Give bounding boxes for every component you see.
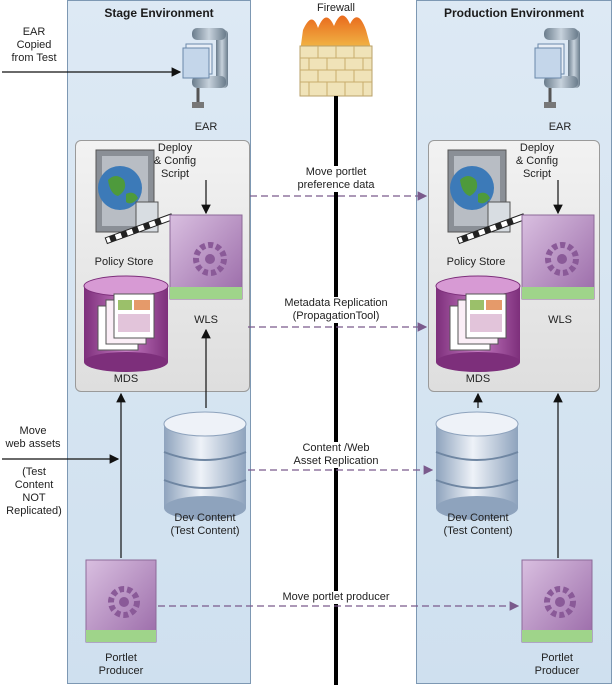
portlet-prefs-line-1: Move portlet [305,166,367,178]
production-producer-line-2: Producer [534,665,580,677]
production-policy-store-icon [447,149,526,245]
production-deploy-script-label: Deploy & Config Script [504,142,570,181]
stage-dev-content-line-1: Dev Content [174,512,236,524]
production-wls-icon [521,214,595,300]
portlet-prefs-flow-label: Move portlet preference data [280,166,392,192]
production-producer-line-1: Portlet [541,652,573,664]
production-portlet-producer-icon [521,559,593,643]
stage-dev-content-label: Dev Content (Test Content) [155,512,255,538]
production-dev-content-line-2: (Test Content) [443,525,513,537]
test-content-line-2: Content [14,479,54,491]
stage-deploy-line-3: Script [160,168,190,180]
production-ear-icon [534,28,580,108]
metadata-flow-label: Metadata Replication (PropagationTool) [272,297,400,323]
test-content-line-4: Replicated) [6,505,62,517]
production-mds-icon [435,275,521,372]
production-dev-content-line-1: Dev Content [447,512,509,524]
test-content-line-3: NOT [22,492,46,504]
test-content-line-1: (Test [22,466,46,478]
test-content-note: (Test Content NOT Replicated) [2,466,66,518]
move-web-assets-line-2: web assets [5,438,61,450]
stage-wls-label: WLS [194,314,218,326]
stage-ear-icon [182,28,228,108]
production-environment-title: Production Environment [443,6,584,20]
production-deploy-line-3: Script [522,168,552,180]
production-wls-label: WLS [548,314,572,326]
producer-flow-label: Move portlet producer [276,591,396,604]
firewall-icon [299,15,373,97]
stage-deploy-line-2: & Config [153,155,197,167]
production-policy-store-label: Policy Store [446,256,506,268]
content-flow-label: Content /Web Asset Replication [280,442,392,468]
stage-dev-content-icon [163,411,247,520]
ear-copied-line-1: EAR [22,26,46,38]
ear-copied-line-2: Copied [16,39,52,51]
firewall-title: Firewall [317,2,355,14]
move-web-assets-note: Move web assets [2,425,64,451]
stage-portlet-producer-label: Portlet Producer [91,652,151,678]
stage-mds-icon [83,275,169,372]
production-dev-content-icon [435,411,519,520]
content-line-2: Asset Replication [293,455,379,467]
stage-ear-label: EAR [194,121,218,133]
stage-policy-store-label: Policy Store [94,256,154,268]
ear-copied-line-3: from Test [11,52,57,64]
ear-copied-note: EAR Copied from Test [4,26,64,65]
production-ear-label: EAR [548,121,572,133]
production-deploy-line-1: Deploy [519,142,555,154]
stage-policy-store-icon [95,149,174,245]
production-portlet-producer-label: Portlet Producer [527,652,587,678]
production-deploy-line-2: & Config [515,155,559,167]
metadata-line-1: Metadata Replication [284,297,388,309]
metadata-line-2: (PropagationTool) [292,310,380,322]
stage-deploy-line-1: Deploy [157,142,193,154]
production-dev-content-label: Dev Content (Test Content) [428,512,528,538]
firewall-line [334,96,338,685]
portlet-prefs-line-2: preference data [297,179,375,191]
stage-portlet-producer-icon [85,559,157,643]
content-line-1: Content /Web [302,442,370,454]
stage-deploy-script-label: Deploy & Config Script [142,142,208,181]
stage-mds-label: MDS [113,373,139,385]
stage-environment-title: Stage Environment [104,6,214,20]
move-web-assets-line-1: Move [19,425,47,437]
production-mds-label: MDS [465,373,491,385]
stage-dev-content-line-2: (Test Content) [170,525,240,537]
stage-producer-line-1: Portlet [105,652,137,664]
stage-producer-line-2: Producer [98,665,144,677]
stage-wls-icon [169,214,243,300]
